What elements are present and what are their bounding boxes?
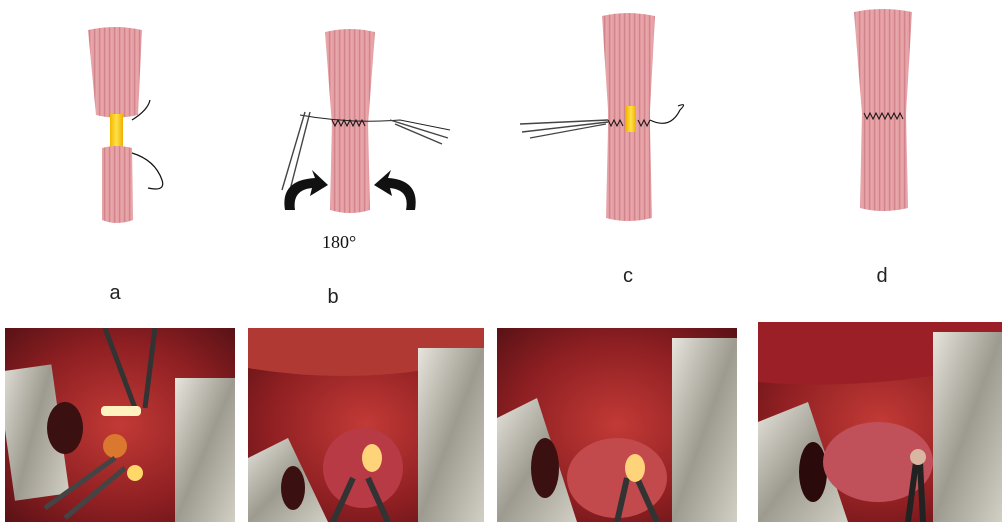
diagram-panel-b [270,20,460,250]
rotate-left-arrow-icon [284,170,328,210]
rotate-right-arrow-icon [374,170,416,210]
diagram-panel-d [840,8,930,218]
panel-label-b: b [327,286,338,309]
vessel-illustration-d [840,8,930,218]
diagram-panel-c [510,10,710,230]
vessel-illustration-b [270,20,460,250]
surgical-photo-1 [5,328,235,522]
vessel-illustration-c [510,10,710,230]
panel-label-c: c [623,265,633,288]
surgical-photo-4 [758,322,1002,522]
panel-label-a: a [109,282,120,305]
panel-label-d: d [876,265,887,288]
surgical-photo-3 [497,328,737,522]
vessel-illustration-a [70,20,180,230]
rotation-angle-label: 180° [322,232,356,253]
surgical-photo-2 [248,328,484,522]
diagram-panel-a [70,20,180,230]
